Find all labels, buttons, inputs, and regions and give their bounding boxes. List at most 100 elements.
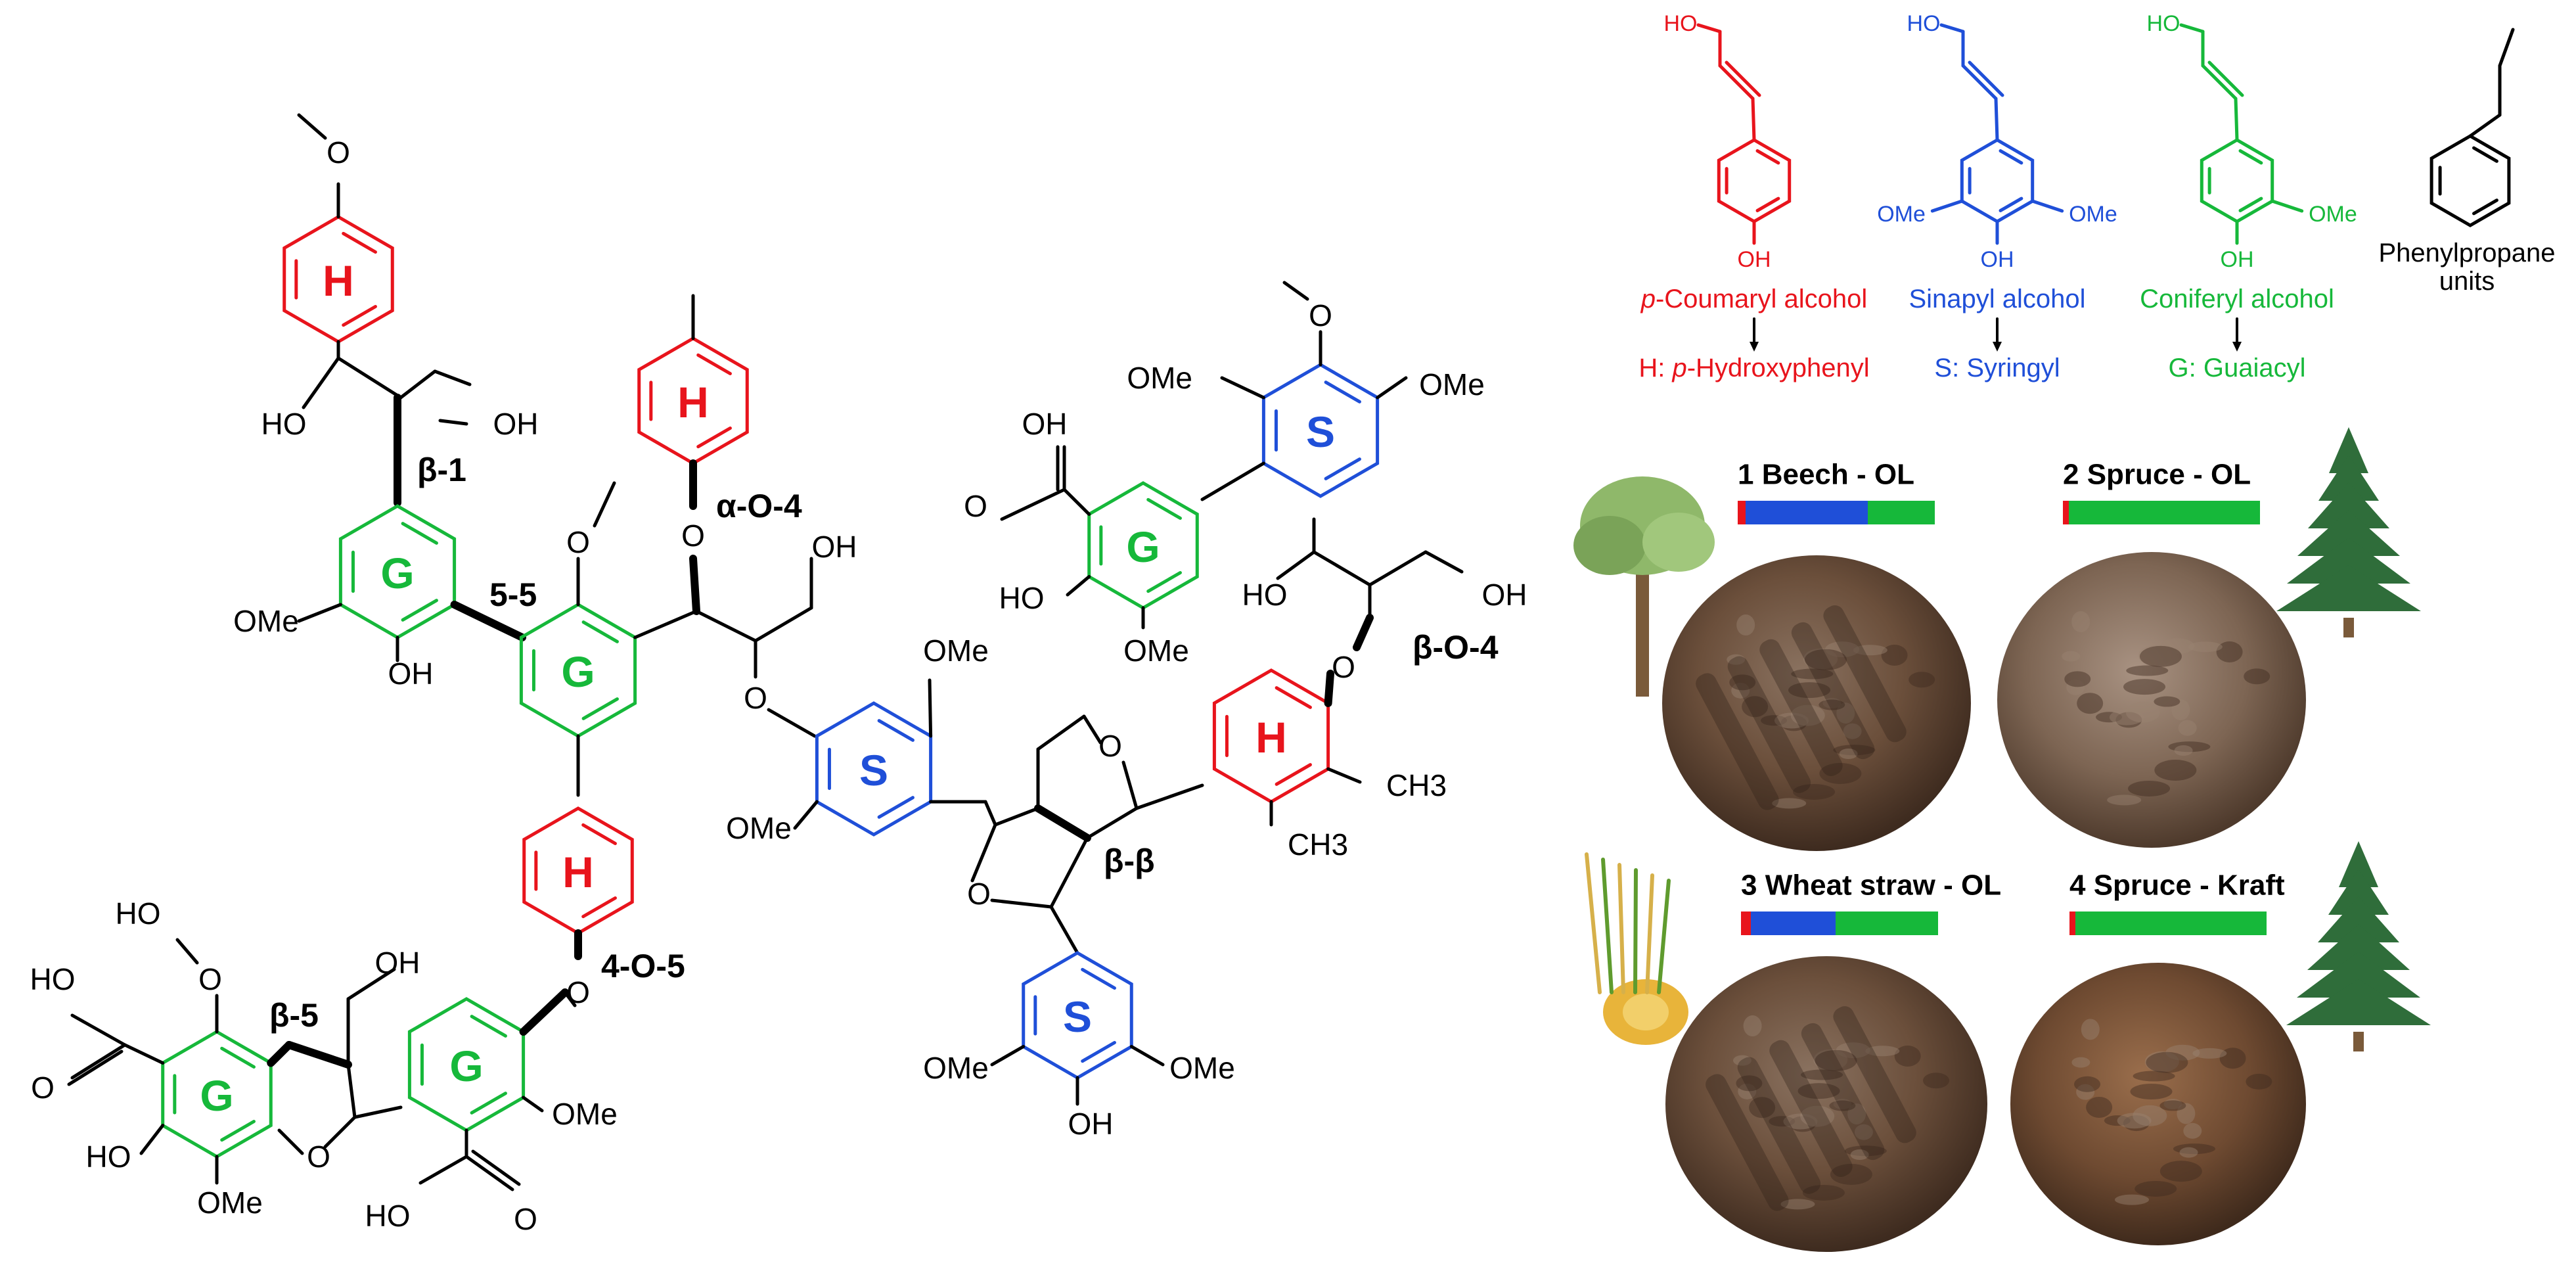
powder-texture: [1853, 645, 1887, 656]
substituent-label: OMe: [1169, 1051, 1235, 1085]
tree-tier: [2329, 427, 2368, 473]
composition-s: [1746, 501, 1868, 524]
powder-texture: [1830, 1163, 1872, 1185]
powder-texture: [2219, 1048, 2246, 1069]
powder-texture: [1780, 715, 1807, 731]
powder-texture: [2188, 641, 2223, 653]
lignin-powder: [2010, 963, 2306, 1245]
side-chain: [2201, 64, 2238, 101]
bond: [983, 800, 997, 827]
powder-texture: [1743, 1015, 1762, 1037]
bond: [2468, 113, 2502, 138]
monolignol-ho: HO: [1664, 11, 1698, 36]
bond: [1066, 575, 1091, 597]
monolignol-unit: H: p-Hydroxyphenyl: [1638, 354, 1869, 382]
tree-tier: [2339, 841, 2378, 887]
powder-base: [1662, 555, 1971, 851]
bond: [928, 678, 933, 738]
ring-double-bond: [877, 796, 915, 819]
monolignol-ome: OMe: [2069, 202, 2117, 227]
powder-texture: [2114, 1194, 2149, 1205]
bond: [1324, 670, 1334, 707]
substituent-label: OH: [375, 946, 420, 980]
substituent-label: CH3: [1288, 827, 1348, 862]
phenylpropane-line2: units: [2439, 267, 2495, 296]
composition-h: [1738, 501, 1746, 524]
tree-trunk: [2343, 618, 2354, 637]
powder-streak: [1696, 673, 1779, 810]
g-ring-bottom-left: G: [161, 1030, 273, 1159]
powder-texture: [1803, 648, 1838, 670]
bond: [433, 369, 472, 386]
linkage-beta-beta: β-β: [1104, 842, 1155, 879]
side-chain: [1968, 60, 2004, 97]
powder-texture: [2160, 638, 2195, 655]
bond: [1424, 550, 1464, 574]
powder-streak: [1737, 1057, 1821, 1194]
bond: [990, 898, 1053, 909]
ring-double-bond: [1755, 196, 1780, 212]
monolignol-oh: OH: [1738, 247, 1771, 272]
bond: [297, 603, 342, 623]
spruce-tree-illustration: [2276, 427, 2421, 637]
monolignol-ome: OMe: [2309, 202, 2357, 227]
powder-texture: [1736, 1075, 1763, 1092]
ring-double-bond: [877, 719, 915, 742]
powder-texture: [1742, 696, 1769, 718]
monolignol-ring: [2200, 138, 2274, 223]
ring-double-bond: [1324, 457, 1361, 480]
powder-texture: [2071, 1057, 2090, 1068]
ring-double-bond: [1081, 1040, 1116, 1063]
powder-texture: [2183, 1122, 2202, 1139]
linkage-beta-5: β-5: [269, 997, 319, 1034]
substituent-label: OMe: [197, 1186, 263, 1220]
ring-letter: G: [1126, 522, 1160, 571]
powder-texture: [2154, 696, 2181, 707]
monolignol-unit: G: Guaiacyl: [2169, 354, 2306, 382]
powder-texture: [1847, 1103, 1866, 1125]
bond: [175, 938, 199, 965]
composition-h: [2069, 911, 2075, 935]
substituent-label: HO: [116, 896, 161, 931]
bond: [285, 1041, 352, 1069]
composition-g: [2075, 911, 2267, 935]
ring-letter: S: [1306, 407, 1335, 456]
substituent-label: OMe: [923, 634, 989, 668]
powder-texture: [1774, 712, 1809, 729]
powder-texture: [1791, 668, 1834, 680]
monolignol-ho: HO: [1907, 11, 1941, 36]
methoxy-bond: [2271, 199, 2304, 213]
ring-double-bond: [1146, 497, 1182, 520]
powder-texture: [2177, 1103, 2196, 1124]
bond: [1353, 614, 1374, 651]
substituent-label: O: [1332, 650, 1355, 684]
powder-texture: [2096, 712, 2123, 723]
powder-texture: [2128, 780, 2171, 796]
powder-texture: [2159, 1100, 2186, 1111]
powder-texture: [2159, 1161, 2202, 1182]
lignin-powder: [1665, 956, 1987, 1252]
arrow-head: [1750, 342, 1759, 352]
lignin-powder: [1997, 552, 2306, 848]
tree-tier: [2276, 565, 2421, 611]
substituent-label: OH: [388, 657, 434, 691]
bond: [297, 113, 327, 140]
unit-prefix: H:: [1638, 354, 1672, 382]
substituent-label: O: [744, 681, 767, 715]
powder-texture: [1800, 1105, 1835, 1127]
substituent-label: HO: [365, 1199, 411, 1233]
powder-texture: [2138, 645, 2173, 666]
bond: [767, 708, 817, 738]
bond: [1129, 1045, 1165, 1067]
substituent-label: HO: [1242, 578, 1288, 612]
tree-tier: [2308, 482, 2389, 528]
powder-texture: [2216, 641, 2243, 662]
ring-letter: G: [200, 1071, 233, 1120]
substituent-label: O: [967, 877, 991, 911]
side-chain: [1696, 23, 1722, 34]
powder-texture: [1865, 1046, 1900, 1057]
